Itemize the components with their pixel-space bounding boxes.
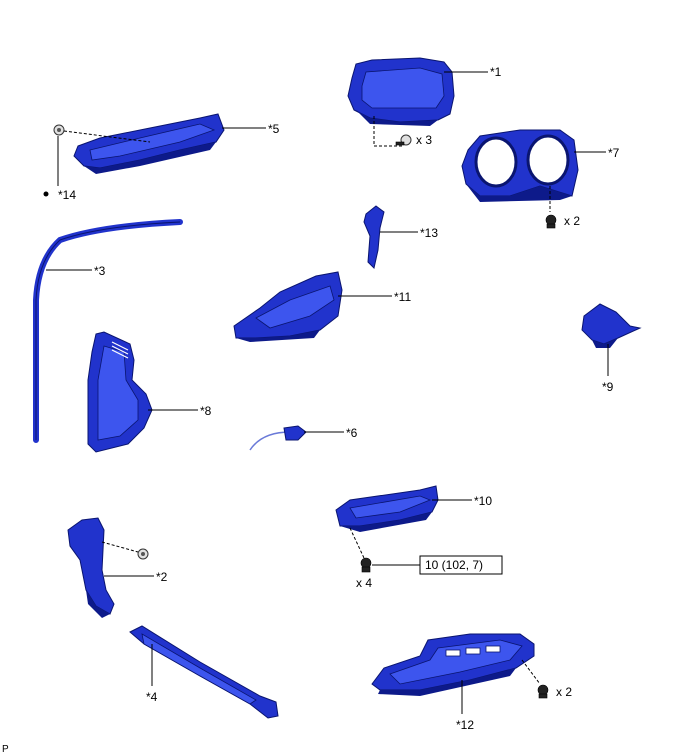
vent-slots-icon — [111, 341, 129, 359]
part-9-cover — [581, 303, 642, 348]
clip-14-icon — [53, 124, 65, 136]
panel-openings-icon — [445, 645, 501, 657]
part-weatherstrip — [33, 219, 183, 443]
dash-meter-clip — [373, 116, 402, 147]
part-12-lower-panel — [371, 633, 535, 696]
label-part-9: *9 — [602, 380, 614, 394]
qty-right-bolt: x 2 — [556, 685, 572, 699]
clip-meter-icon — [395, 134, 412, 146]
part-6-cable — [249, 425, 307, 451]
label-part-7: *7 — [608, 146, 620, 160]
clip-part-2-icon — [137, 548, 149, 560]
dash-part-2-clip — [101, 541, 139, 553]
label-part-8: *8 — [200, 404, 212, 418]
part-combination-meter — [347, 57, 455, 126]
part-10-switch-base — [335, 485, 439, 532]
dash-clip-14 — [63, 130, 151, 143]
corner-mark: P — [2, 744, 9, 755]
dash-right-bolt — [521, 659, 541, 685]
label-part-3: *3 — [94, 264, 106, 278]
label-part-11: *11 — [394, 290, 411, 304]
part-cluster-finish-panel — [461, 129, 579, 202]
qty-meter-clip: x 3 — [416, 133, 432, 147]
part-lower-finish-panel — [233, 271, 343, 342]
part-cowl-side-trim — [87, 331, 153, 453]
qty-cluster-bolt: x 2 — [564, 214, 580, 228]
part-13-bracket — [363, 205, 385, 269]
label-part-14: *14 — [58, 188, 76, 202]
bullet-14 — [43, 191, 49, 197]
torque-box — [419, 555, 503, 575]
dash-lower-bolt — [349, 527, 365, 559]
label-part-10: *10 — [474, 494, 492, 508]
qty-lower-bolt: x 4 — [356, 576, 372, 590]
label-part-13: *13 — [420, 226, 438, 240]
label-part-4: *4 — [146, 690, 158, 704]
label-part-2: *2 — [156, 570, 168, 584]
part-4-scuff-plate — [129, 625, 279, 719]
label-part-5: *5 — [268, 122, 280, 136]
label-part-6: *6 — [346, 426, 358, 440]
torque-value: 10 (102, 7) — [425, 558, 483, 572]
label-part-12: *12 — [456, 718, 474, 732]
part-2-lower-garnish — [67, 517, 115, 618]
bolt-right-icon — [537, 684, 549, 699]
part-front-pillar-garnish-upper — [73, 113, 225, 174]
label-part-1: *1 — [490, 65, 502, 79]
bolt-cluster-icon — [545, 214, 557, 229]
bolt-lower-icon — [360, 557, 372, 573]
